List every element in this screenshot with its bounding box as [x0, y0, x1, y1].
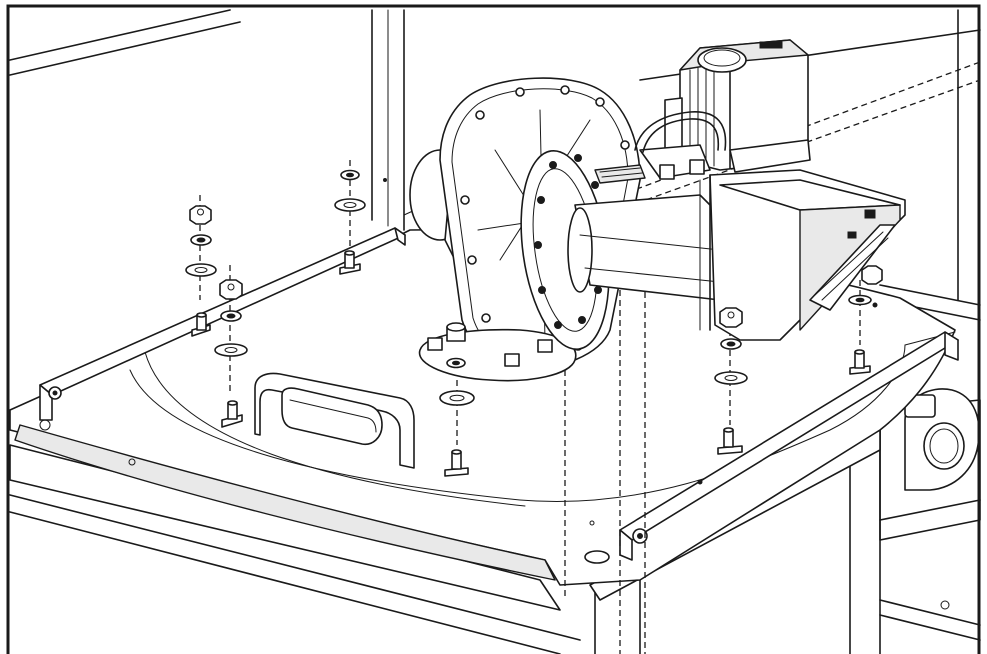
washer	[439, 390, 475, 406]
stud	[221, 400, 243, 428]
lifting-lug	[904, 388, 980, 491]
nut	[189, 205, 212, 225]
washer	[334, 198, 366, 212]
detail-marks	[383, 178, 878, 485]
stud	[444, 449, 469, 477]
lifting-handle-slot	[254, 372, 415, 469]
nuts-and-washers	[185, 169, 883, 406]
stud	[717, 427, 743, 455]
nut	[719, 307, 743, 328]
mounting-rail-left	[39, 227, 406, 421]
washer	[220, 310, 242, 322]
nut	[861, 265, 883, 285]
washer	[340, 169, 360, 181]
mounting-rail-right	[619, 331, 959, 561]
nut	[219, 279, 243, 300]
stud	[339, 250, 361, 275]
washer	[848, 294, 872, 306]
combustion-tube	[567, 164, 721, 301]
washer	[185, 263, 217, 277]
mounting-studs	[191, 250, 871, 477]
stud	[191, 312, 211, 337]
washer	[214, 343, 248, 357]
gas-valve-control-box	[634, 39, 811, 180]
washer	[720, 338, 742, 350]
stud	[849, 349, 871, 375]
burner-hood	[699, 169, 906, 341]
washer	[446, 357, 466, 369]
washer	[190, 234, 212, 246]
washer	[714, 371, 748, 385]
outer-frame	[6, 4, 981, 654]
